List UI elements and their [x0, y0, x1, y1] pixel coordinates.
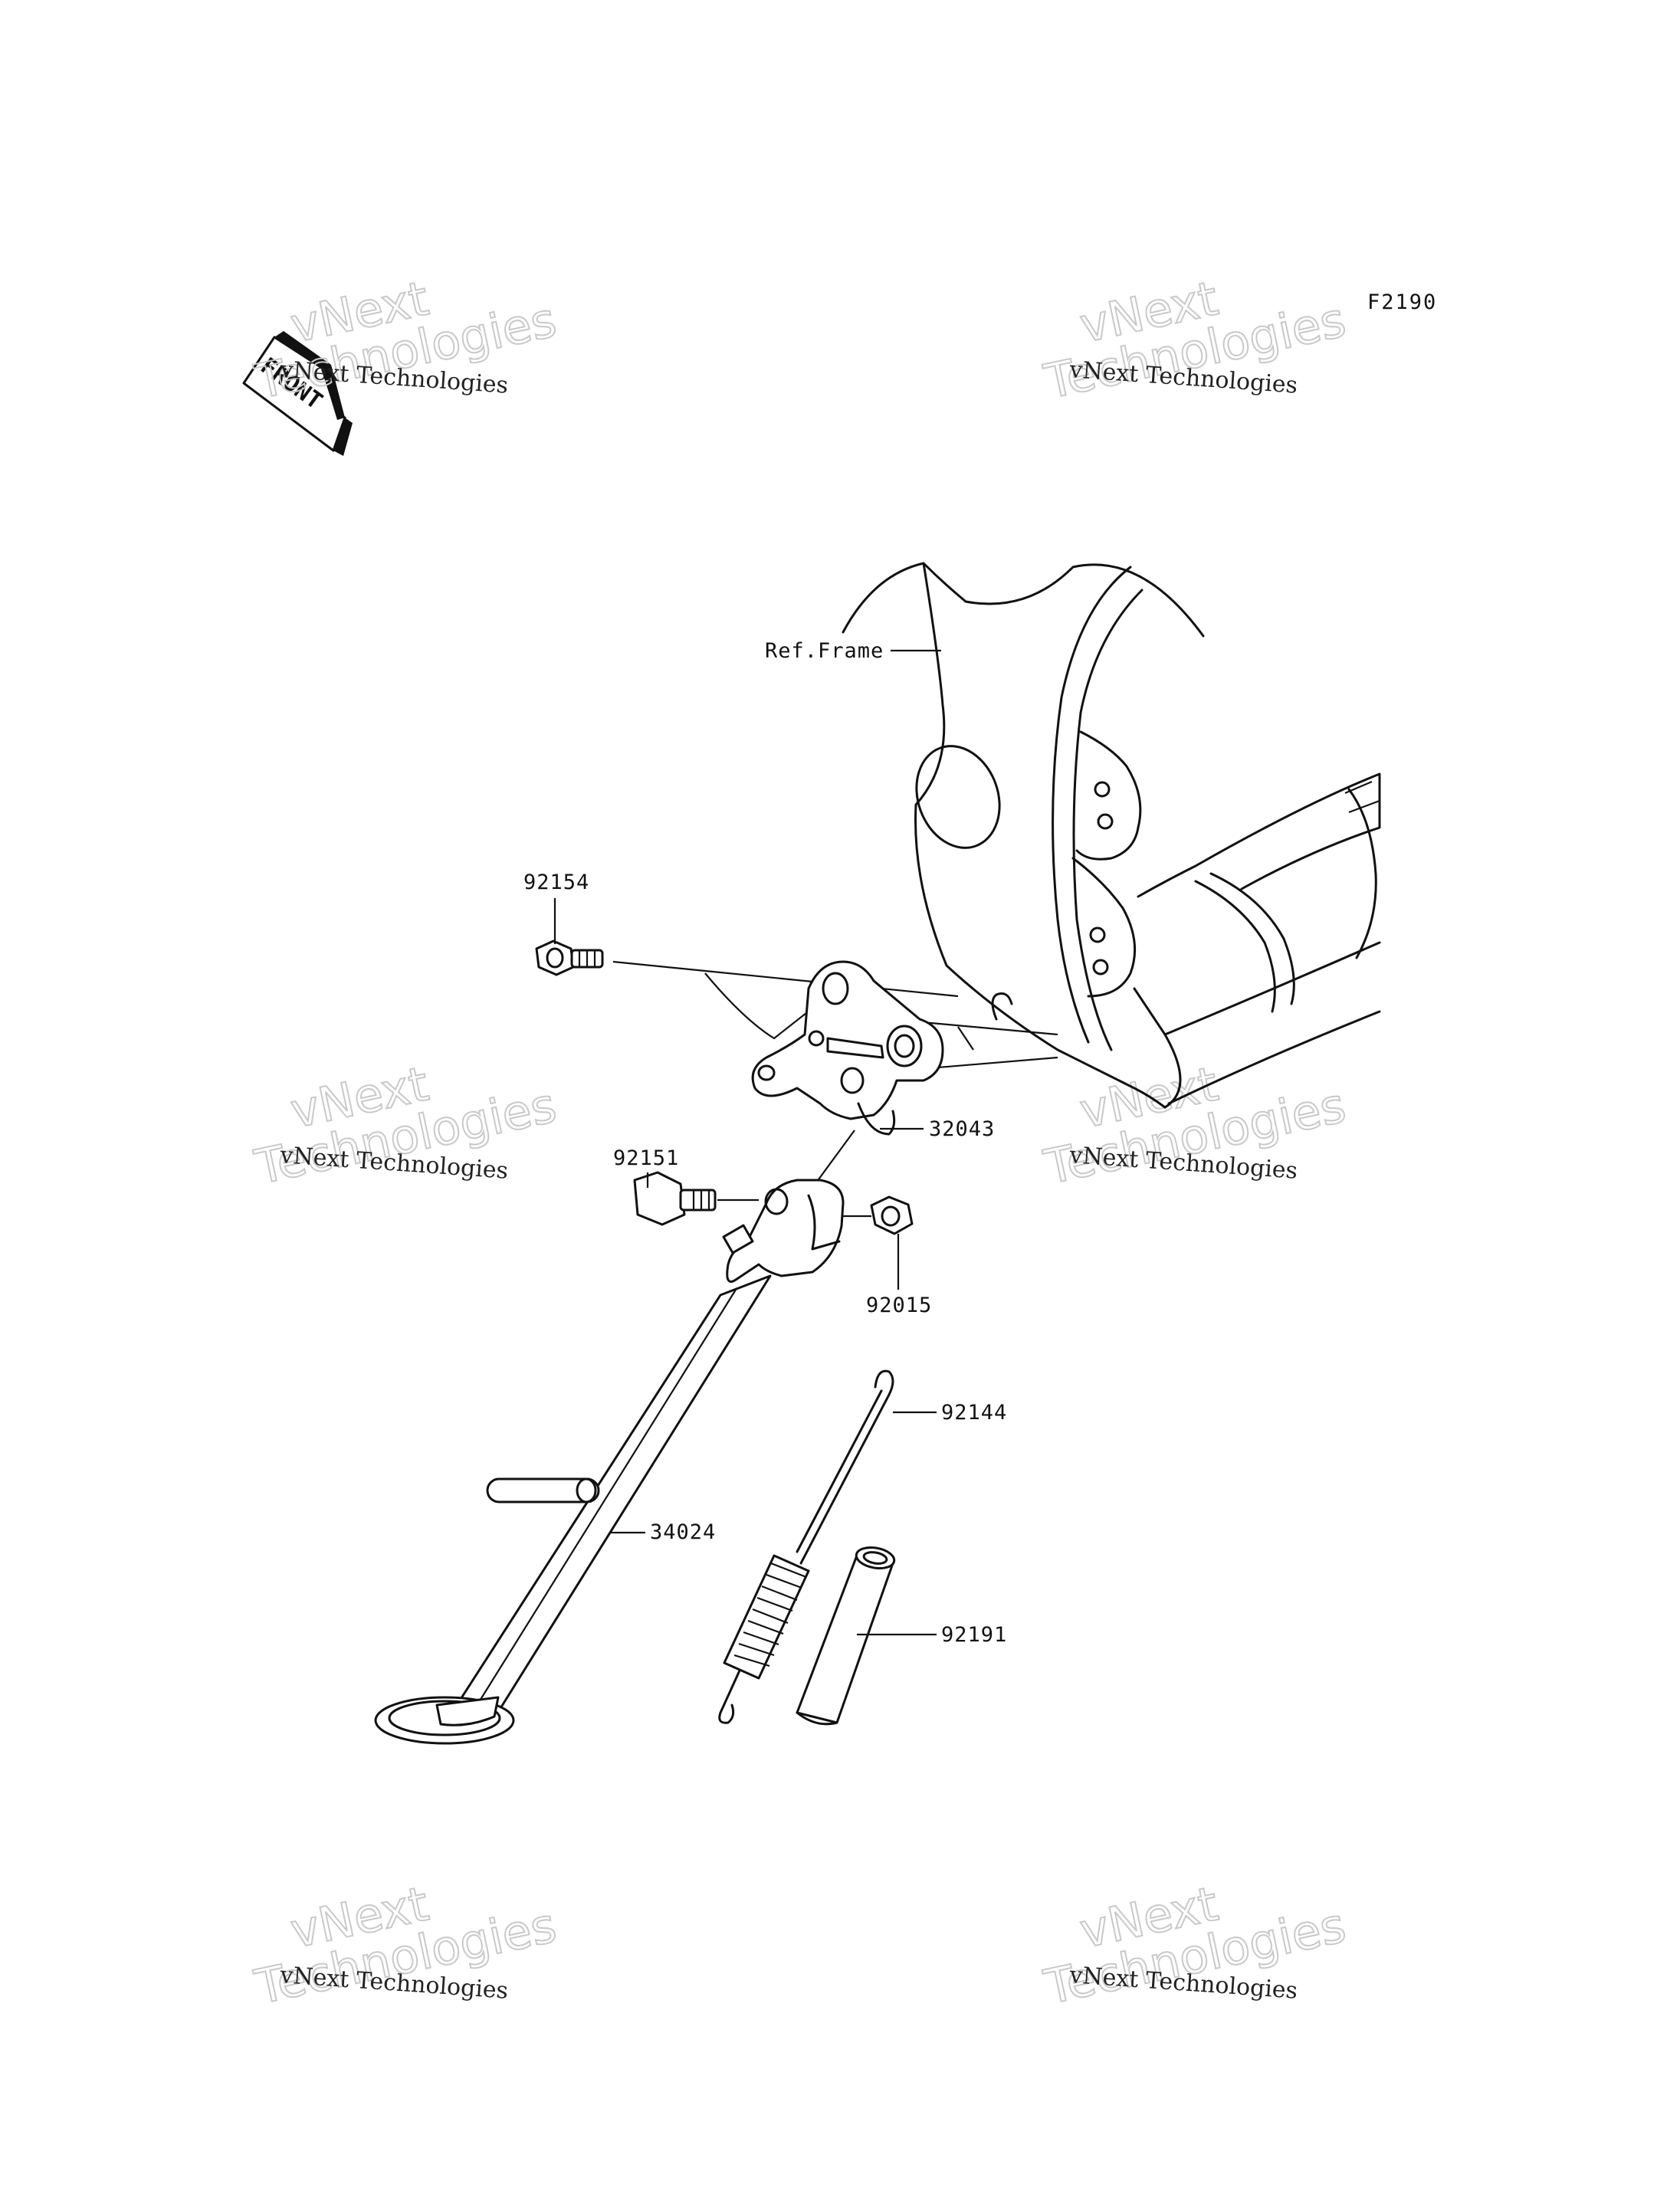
part-label-92154: 92154: [523, 871, 589, 894]
front-arrow-icon: FRONT: [242, 331, 353, 456]
watermark: vNext Technologies vNext Technologies vN…: [249, 269, 1351, 2015]
bolt-92151: [633, 1171, 717, 1226]
sidestand-34024: [374, 1179, 845, 1745]
part-label-32043: 32043: [929, 1117, 995, 1141]
part-label-92144: 92144: [941, 1401, 1007, 1425]
ref-frame-label: Ref.Frame: [765, 639, 884, 663]
nut-92015: [870, 1195, 914, 1235]
diagram-code: F2190: [1367, 290, 1437, 314]
part-label-92015: 92015: [866, 1294, 932, 1317]
bolt-92154: [535, 939, 604, 976]
frame-drawing: [842, 562, 1381, 1109]
part-label-34024: 34024: [650, 1520, 716, 1544]
collar-92191: [796, 1546, 896, 1726]
part-label-92151: 92151: [613, 1146, 679, 1170]
bracket-32043: [751, 960, 944, 1136]
part-label-92191: 92191: [941, 1623, 1007, 1647]
spring-92144: [718, 1369, 894, 1724]
